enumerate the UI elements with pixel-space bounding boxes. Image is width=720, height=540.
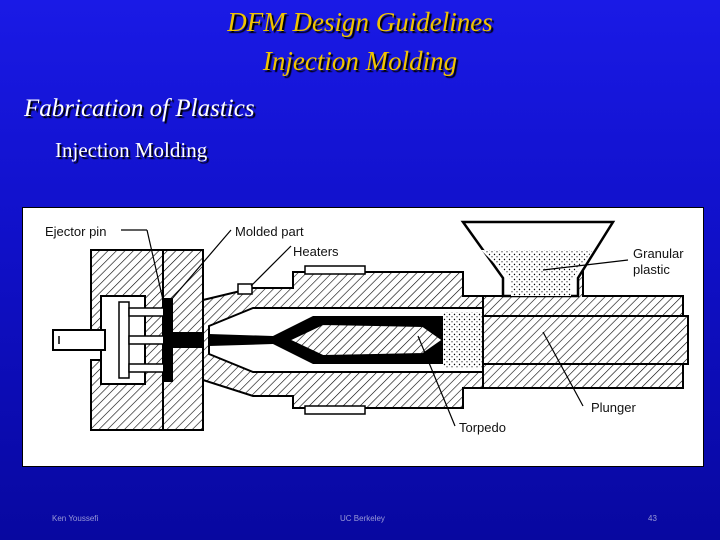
label-granular: Granular [633, 246, 684, 261]
molded-part [163, 298, 173, 382]
footer-author: Ken Youssefi [52, 514, 99, 523]
label-plastic: plastic [633, 262, 670, 277]
plunger [482, 315, 689, 365]
label-plunger: Plunger [591, 400, 636, 415]
injection-molding-diagram: Ejector pin Molded part Heaters Granular… [22, 207, 704, 467]
footer-institution: UC Berkeley [340, 514, 385, 523]
section-heading: Fabrication of Plastics [24, 95, 255, 122]
footer-page-number: 43 [648, 514, 657, 523]
label-torpedo: Torpedo [459, 420, 506, 435]
label-heaters: Heaters [293, 244, 339, 259]
slide-title-line1: DFM Design Guidelines [227, 7, 493, 37]
label-molded-part: Molded part [235, 224, 304, 239]
slide-title-line2: Injection Molding [262, 46, 458, 76]
section-subheading: Injection Molding [55, 138, 208, 162]
label-ejector-pin: Ejector pin [45, 224, 106, 239]
